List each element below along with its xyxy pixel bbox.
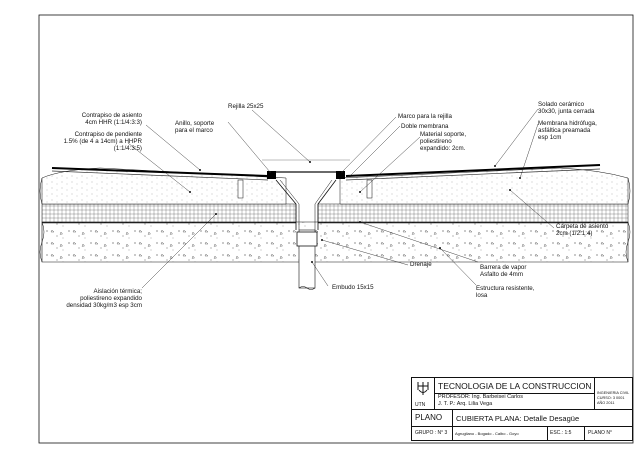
pipe-collar	[296, 231, 318, 247]
grupo: GRUPO : N° 3	[415, 430, 448, 436]
utn-logo-icon	[417, 382, 429, 395]
grate-frame-right	[336, 171, 345, 179]
screed-wavy-right	[627, 177, 631, 205]
pipe-break	[298, 286, 316, 290]
membrane-left	[51, 170, 269, 181]
label-embudo: Embudo 15x15	[332, 284, 374, 291]
slab-wavy-edge-left	[39, 221, 45, 263]
label-estructura: Estructura resistente, losa	[476, 285, 535, 299]
screed-wavy-left	[39, 177, 43, 205]
grate-frame-left	[267, 171, 276, 179]
label-anillo: Anillo, soporte para el marco	[175, 120, 215, 134]
ring-support-right	[366, 179, 373, 199]
label-contrapiso-pendiente: Contrapiso de pendiente 1.5% (de 4 a 14c…	[63, 131, 142, 152]
jtp: J. T. P.: Arq. Lilia Vega	[438, 401, 493, 407]
structure-slab	[41, 221, 629, 263]
leader-ticks	[189, 161, 521, 263]
label-drenaje: Drenaje	[410, 261, 432, 268]
scale: ESC.: 1:5	[550, 430, 572, 436]
sheet-frame	[38, 14, 634, 444]
insulation-band-right	[317, 203, 629, 223]
label-barrera: Barrera de vapor Asfalto de 4mm	[480, 264, 527, 278]
title-block: UTN TECNOLOGIA DE LA CONSTRUCCION PROFES…	[411, 377, 633, 441]
career-3: AÑO 2011	[597, 401, 615, 405]
label-carpeta: Carpeta de asiento 2cm (1/2:1:4)	[556, 223, 609, 237]
label-membrana: Membrana hidrófuga, asfáltica preamada e…	[538, 120, 597, 141]
ceramic-tile-left	[51, 167, 269, 177]
label-aislacion: Aislación térmica; poliestireno expandid…	[66, 288, 142, 309]
logo-text: UTN	[415, 402, 426, 408]
ceramic-tile-right	[345, 164, 601, 177]
membrane-right	[345, 168, 601, 181]
label-rejilla: Rejilla 25x25	[228, 103, 264, 110]
funnel	[275, 179, 337, 230]
label-marco: Marco para la rejilla	[398, 113, 452, 120]
career-1: INGENIERIA CIVIL	[597, 391, 630, 395]
label-contrapiso-asiento: Contrapiso de asiento 4cm HHR (1:1/4:3:3…	[81, 112, 142, 126]
course-title: TECNOLOGIA DE LA CONSTRUCCION	[438, 381, 592, 391]
professor: PROFESOR: Ing. Barbeisei Carlos	[438, 394, 523, 400]
slab-wavy-edge-right	[625, 221, 631, 263]
plano-label: PLANO	[415, 413, 443, 422]
career-2: CURSO: 3 0001	[597, 396, 625, 400]
label-material-soporte: Material soporte, poliestireno expandido…	[420, 131, 467, 152]
plano-title: CUBIERTA PLANA: Detalle Desagüe	[456, 414, 580, 423]
plano-number: PLANO N°	[588, 430, 612, 436]
label-solado: Solado cerámico 30x30, junta cerrada	[538, 101, 595, 115]
funnel-inner	[279, 179, 333, 230]
leader-lines	[127, 108, 555, 289]
ring-support-left	[237, 179, 244, 199]
members: Agrugliano - Bogado - Calbo - Goyo	[455, 431, 519, 436]
insulation-band	[41, 203, 297, 223]
slope-screed-left	[41, 167, 287, 205]
label-doble-membrana: Doble membrana	[401, 123, 449, 130]
